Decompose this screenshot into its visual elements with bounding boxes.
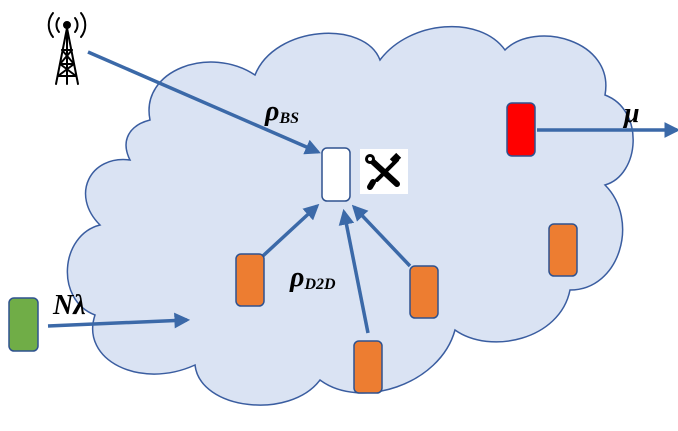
- arrow-arrival: [47, 312, 191, 329]
- device-departing: [506, 102, 536, 157]
- wrench-screwdriver-icon: [360, 149, 408, 194]
- label-n-lambda: Nλ: [52, 290, 86, 321]
- device-far-right: [548, 223, 578, 277]
- device-arriving: [8, 297, 39, 352]
- label-rho-d2d: ρD2D: [289, 262, 336, 293]
- device-bottom: [353, 340, 383, 394]
- label-rho-bs: ρBS: [264, 96, 299, 127]
- cloud-region: [66, 25, 634, 406]
- target-device: [321, 147, 351, 202]
- device-right: [409, 265, 439, 319]
- arrow-device-bottom-to-target: [338, 208, 370, 334]
- antenna-tower-icon: [47, 12, 87, 85]
- device-left: [235, 253, 265, 307]
- arrow-bs-to-target: [87, 50, 321, 155]
- arrow-device-right-to-target: [351, 204, 412, 268]
- label-mu: μ: [622, 98, 640, 129]
